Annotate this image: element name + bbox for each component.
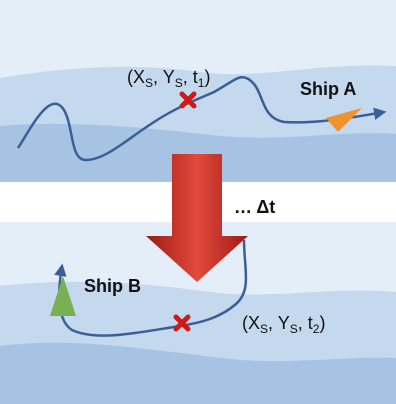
time-gap-label: … Δt [234,197,276,217]
ship-a-icon [326,108,362,132]
bottom-shallow-band [0,342,396,404]
ship-a-label: Ship A [300,79,357,99]
coordinate-label-top: (XS, YS, t1) [127,67,211,90]
ship-b-track [54,239,248,337]
crossing-marker-top [179,91,197,109]
bottom-panel [0,222,396,404]
top-shallow-band [0,123,396,182]
coordinate-label-bottom: (XS, YS, t2) [242,313,326,336]
ship-b-icon [50,276,76,316]
top-panel [0,0,396,182]
ship-b-label: Ship B [84,276,141,296]
transition-down-arrow [146,154,248,282]
crossing-marker-bottom [173,314,191,332]
